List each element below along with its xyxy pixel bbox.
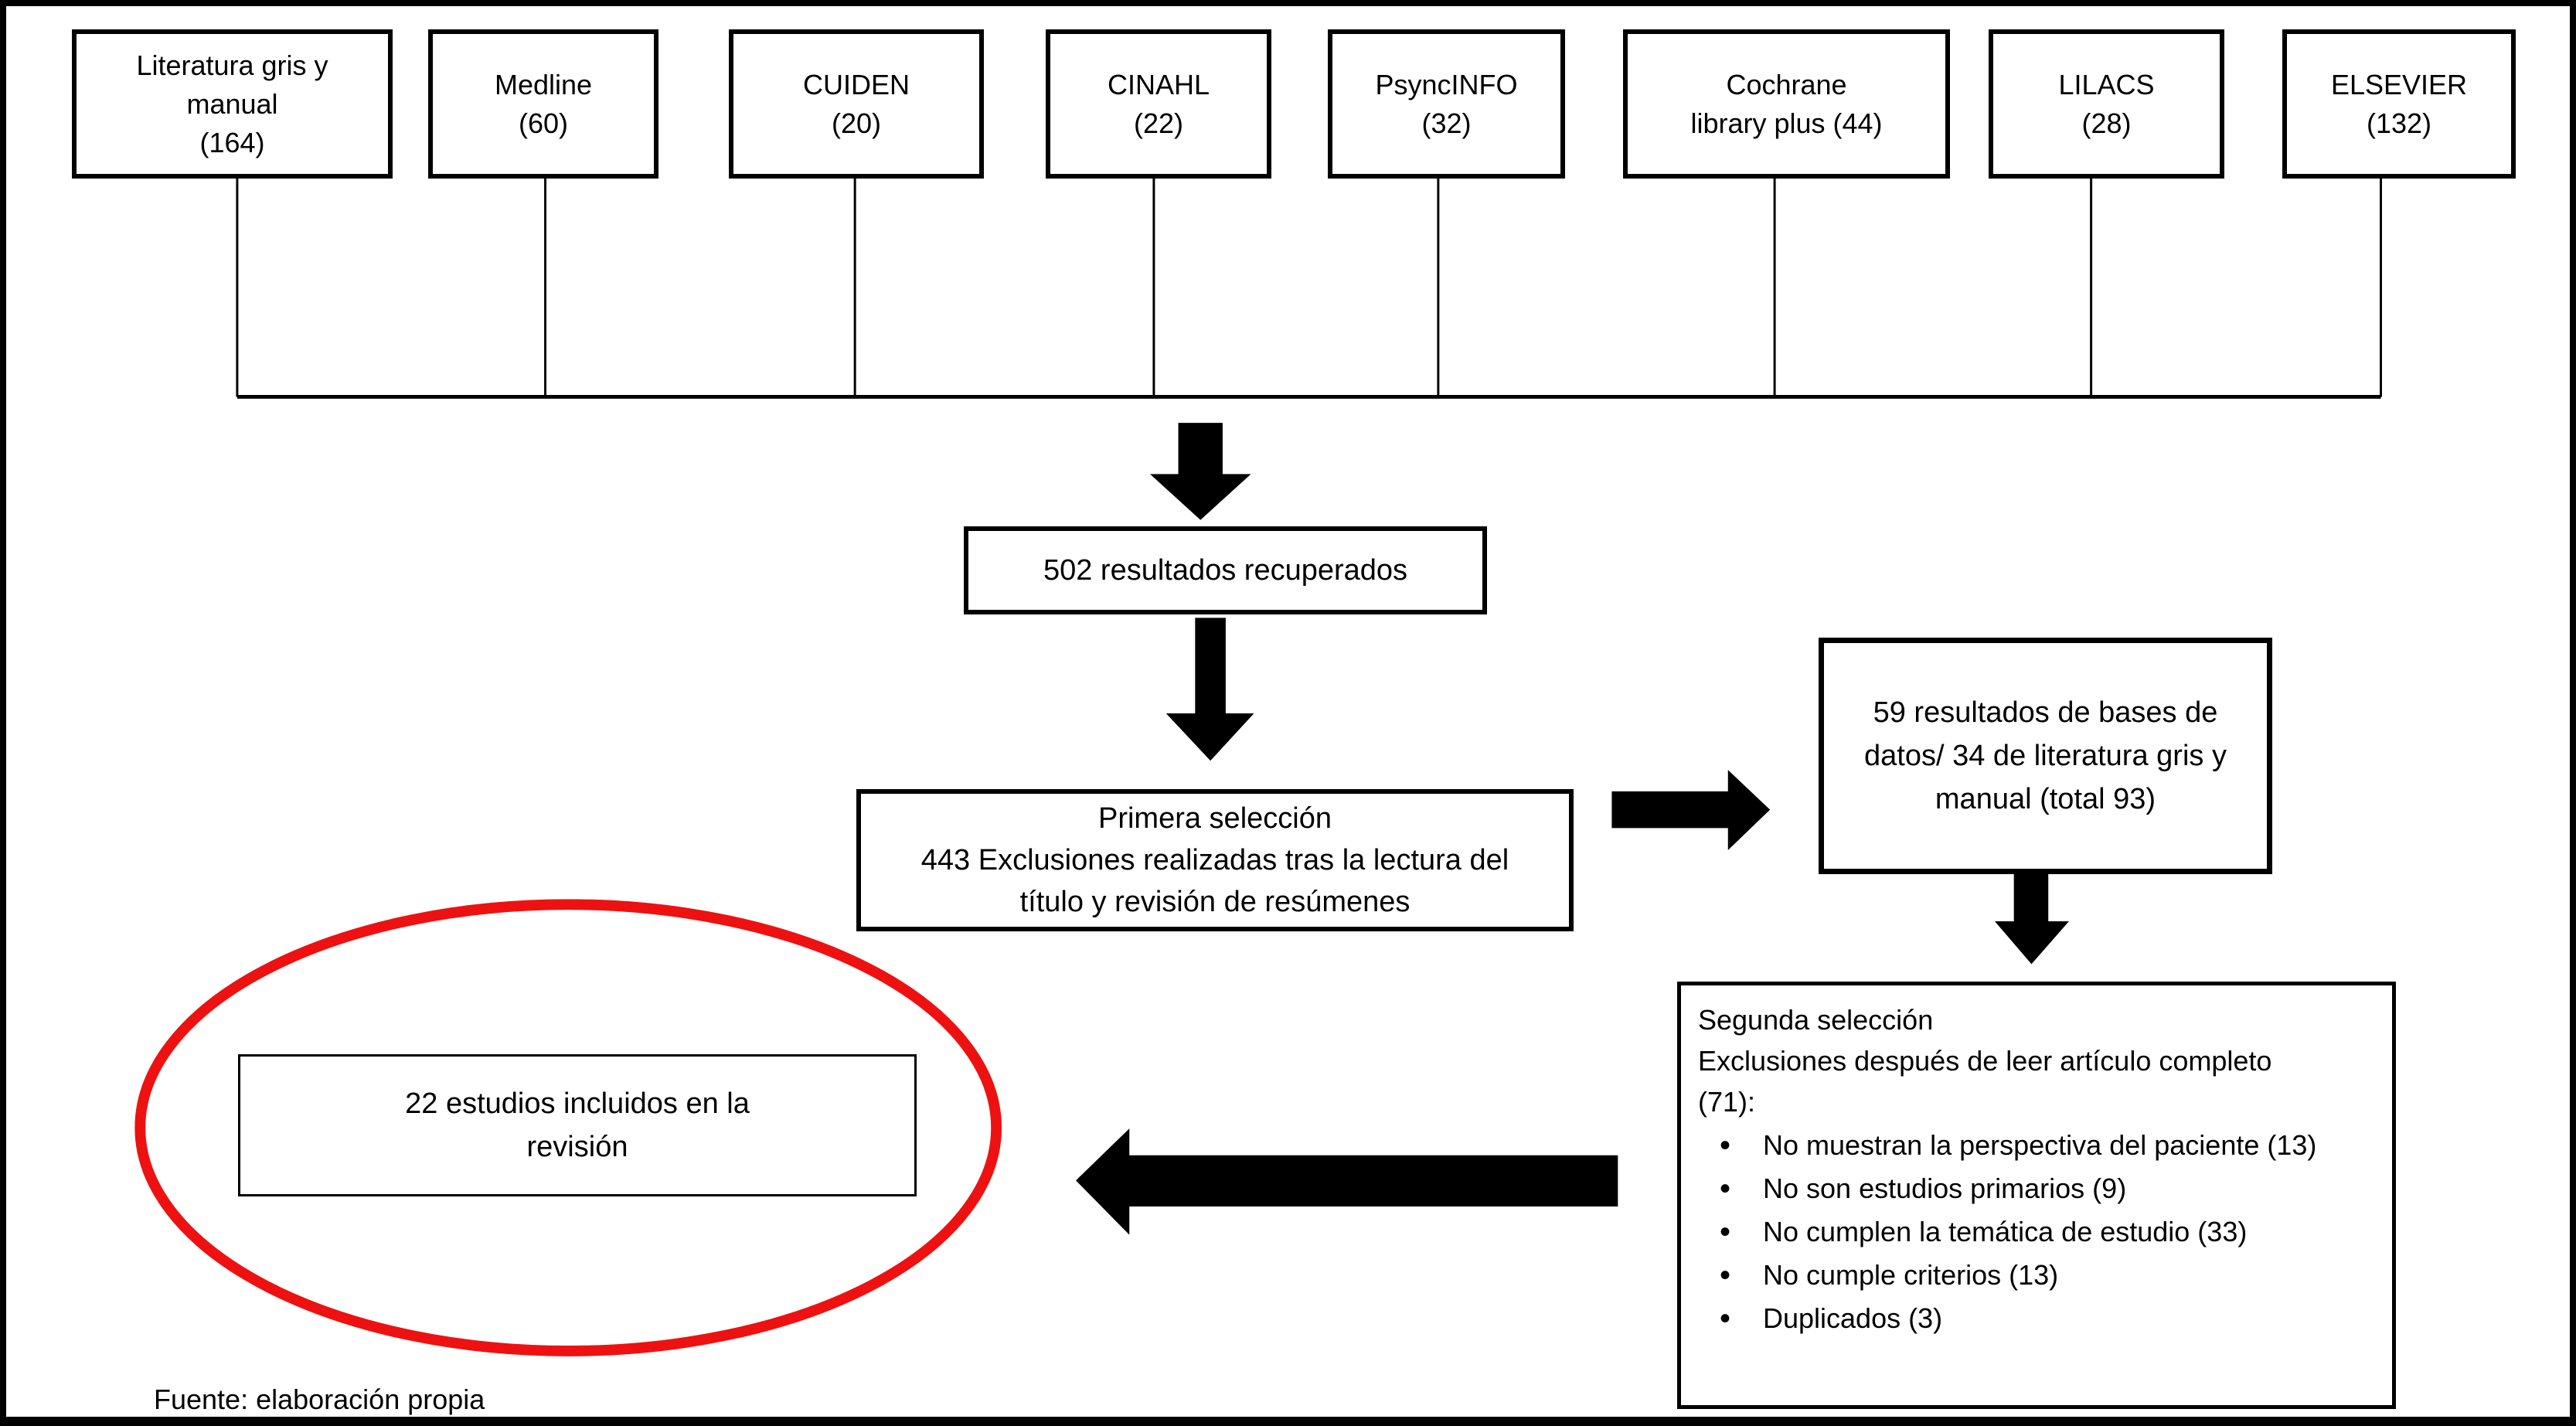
retrieved-results-box: 502 resultados recuperados <box>964 526 1487 614</box>
arrow-down-to-second-selection <box>1994 873 2069 965</box>
source-box-lilacs: LILACS (28) <box>1989 29 2224 179</box>
arrow-right-to-db-results <box>1611 770 1771 851</box>
first-selection-box: Primera selección 443 Exclusiones realiz… <box>856 789 1574 931</box>
source-box-cinahl: CINAHL (22) <box>1046 29 1271 179</box>
source-box-psyncinfo: PsyncINFO (32) <box>1328 29 1565 179</box>
arrow-left-to-included <box>1076 1128 1618 1235</box>
source-note: Fuente: elaboración propia <box>154 1383 485 1415</box>
db-results-box: 59 resultados de bases de datos/ 34 de l… <box>1819 638 2272 874</box>
exclusion-reason-item: No muestran la perspectiva del paciente … <box>1720 1124 2316 1167</box>
source-box-cochrane: Cochrane library plus (44) <box>1623 29 1950 179</box>
exclusion-reason-item: No cumplen la temática de estudio (33) <box>1720 1210 2316 1254</box>
exclusion-reason-item: No cumple criterios (13) <box>1720 1254 2316 1297</box>
source-box-elsevier: ELSEVIER (132) <box>2282 29 2516 179</box>
highlight-ellipse <box>134 899 1002 1356</box>
arrow-down-to-retrieved <box>1149 423 1251 520</box>
source-box-medline: Medline (60) <box>428 29 658 179</box>
source-box-cuiden: CUIDEN (20) <box>729 29 984 179</box>
exclusion-reasons-list: No muestran la perspectiva del paciente … <box>1698 1124 2316 1340</box>
source-box-literatura-gris: Literatura gris y manual (164) <box>72 29 393 179</box>
exclusion-reason-item: No son estudios primarios (9) <box>1720 1167 2316 1210</box>
second-selection-heading: Segunda selección Exclusiones después de… <box>1698 1004 2272 1118</box>
exclusion-reason-item: Duplicados (3) <box>1720 1297 2316 1340</box>
included-studies-box: 22 estudios incluidos en la revisión <box>238 1054 917 1196</box>
source-drop-lines <box>236 176 2382 397</box>
second-selection-box: Segunda selección Exclusiones después de… <box>1677 982 2396 1409</box>
arrow-down-to-first-selection <box>1165 618 1254 761</box>
diagram-connectors-layer <box>134 176 2382 1356</box>
